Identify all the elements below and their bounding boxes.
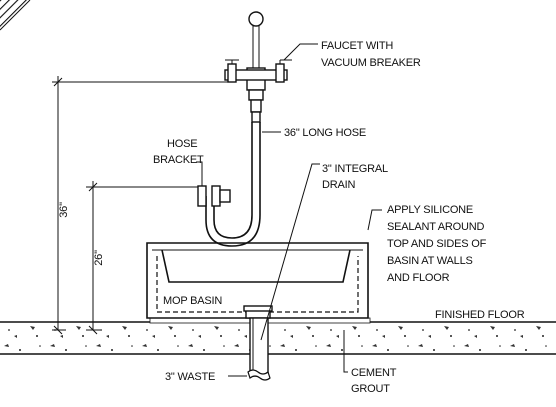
hose-bracket-label-line1: HOSE bbox=[167, 138, 197, 150]
hose-label: 36" LONG HOSE bbox=[284, 127, 366, 139]
sealant-label-line2: SEALANT AROUND bbox=[387, 221, 485, 233]
hose-bracket-label-line2: BRACKET bbox=[153, 154, 204, 166]
hose-bracket bbox=[197, 185, 231, 207]
hose bbox=[205, 122, 261, 247]
drain-label-line2: DRAIN bbox=[322, 179, 355, 191]
dimension-26-text: 26" bbox=[93, 250, 105, 266]
faucet-label-line2: VACUUM BREAKER bbox=[321, 57, 421, 69]
dimension-36: 36" bbox=[52, 76, 230, 335]
sealant-label-line1: APPLY SILICONE bbox=[387, 204, 473, 216]
mop-basin-label: MOP BASIN bbox=[163, 295, 222, 307]
wall-hatch-corner bbox=[0, 0, 31, 31]
drain-label-line1: 3" INTEGRAL bbox=[322, 163, 388, 175]
waste-pipe bbox=[243, 305, 273, 381]
faucet-assembly bbox=[224, 11, 292, 123]
waste-label: 3" WASTE bbox=[165, 371, 215, 383]
dimension-36-text: 36" bbox=[58, 202, 70, 218]
sealant-label-line4: BASIN AT WALLS bbox=[387, 255, 473, 267]
finished-floor-label: FINISHED FLOOR bbox=[435, 309, 525, 321]
sealant-label-line5: AND FLOOR bbox=[387, 272, 450, 284]
grout-label-line2: GROUT bbox=[351, 383, 390, 395]
concrete-floor-slab bbox=[0, 321, 556, 355]
dimension-26: 26" bbox=[86, 181, 198, 335]
sealant-label-line3: TOP AND SIDES OF bbox=[387, 238, 487, 250]
grout-label-line1: CEMENT bbox=[351, 367, 397, 379]
faucet-label-line1: FAUCET WITH bbox=[321, 40, 393, 52]
leader-lines bbox=[196, 43, 382, 377]
callout-labels: FAUCET WITH VACUUM BREAKER 36" LONG HOSE… bbox=[153, 40, 525, 395]
